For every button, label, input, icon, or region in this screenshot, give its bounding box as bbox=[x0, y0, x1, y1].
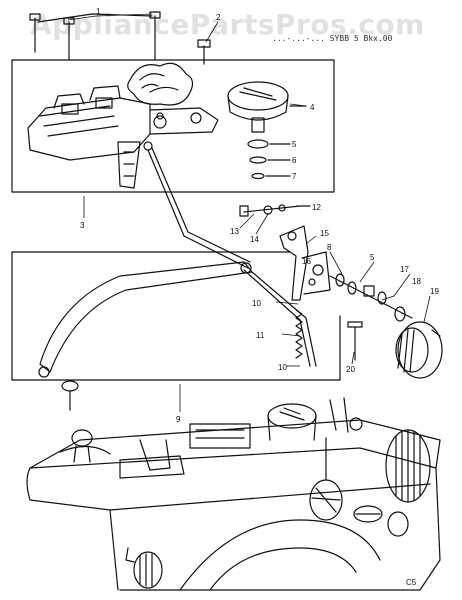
callout-19: 19 bbox=[430, 287, 439, 296]
callout-leaders bbox=[67, 13, 431, 412]
bracket-assembly bbox=[279, 225, 331, 301]
callout-5b: 5 bbox=[370, 253, 375, 262]
callout-18: 18 bbox=[412, 277, 421, 286]
callout-9: 9 bbox=[176, 415, 181, 424]
model-number-text: ...-...-... SYBB 5 Bkx.00 bbox=[272, 34, 393, 43]
callout-16: 16 bbox=[302, 257, 311, 266]
callout-20: 20 bbox=[346, 365, 355, 374]
connecting-rod bbox=[147, 149, 249, 269]
side-knob bbox=[395, 321, 443, 379]
lower-assembly-frame bbox=[11, 251, 341, 381]
callout-4: 4 bbox=[310, 103, 315, 112]
upper-assembly-frame bbox=[11, 59, 335, 193]
lever-arm bbox=[38, 261, 317, 378]
left-screw bbox=[61, 380, 79, 411]
callout-8: 8 bbox=[327, 243, 332, 252]
watermark-text: AppliancePartsPros.com bbox=[30, 8, 425, 41]
callout-10: 10 bbox=[252, 299, 261, 308]
callout-6: 6 bbox=[292, 156, 297, 165]
callout-numbers: 1 2 3 4 5 6 7 8 9 10 11 12 13 14 15 16 1… bbox=[80, 7, 439, 587]
callout-3: 3 bbox=[80, 221, 85, 230]
knob-assembly bbox=[227, 81, 307, 180]
callout-14: 14 bbox=[250, 235, 259, 244]
washer-group bbox=[329, 273, 413, 322]
callout-1: 1 bbox=[96, 7, 101, 16]
callout-11: 11 bbox=[256, 331, 265, 340]
upper-mechanism bbox=[27, 11, 219, 189]
callout-2: 2 bbox=[216, 13, 221, 22]
callout-10b: 10 bbox=[278, 363, 287, 372]
callout-5: 5 bbox=[292, 140, 297, 149]
callout-13: 13 bbox=[230, 227, 239, 236]
corner-code: C5 bbox=[406, 578, 417, 587]
pin-20 bbox=[347, 321, 363, 361]
machine-head bbox=[26, 397, 441, 591]
spring bbox=[295, 309, 303, 359]
screw-group-12-14 bbox=[239, 204, 311, 217]
callout-17: 17 bbox=[400, 265, 409, 274]
callout-15: 15 bbox=[320, 229, 329, 238]
callout-7: 7 bbox=[292, 172, 297, 181]
callout-12: 12 bbox=[312, 203, 321, 212]
